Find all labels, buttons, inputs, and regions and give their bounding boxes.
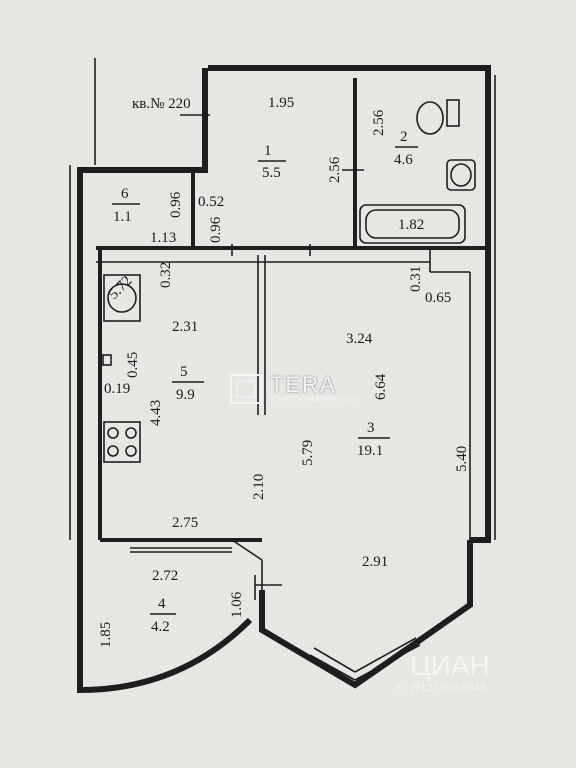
stove-icon: [103, 421, 141, 463]
dimension-label: 5.40: [454, 446, 470, 472]
logo-icon: [230, 374, 262, 404]
dimension-label: 3: [367, 420, 375, 436]
dimension-label: 6.64: [373, 373, 389, 400]
dimension-label: 0.32: [158, 262, 174, 288]
internal-walls: [94, 58, 488, 681]
dimension-label: 2.31: [172, 319, 198, 335]
dimension-label: 2.72: [152, 568, 178, 584]
dimension-label: 0.96: [168, 191, 184, 218]
dimension-label: 4: [158, 596, 166, 612]
dimension-label: 5.5: [262, 165, 281, 181]
dimension-label: 4.43: [148, 400, 164, 426]
dimension-label: 0.65: [425, 290, 451, 306]
dimension-label: 0.45: [125, 352, 141, 378]
apartment-label: кв.№ 220: [132, 96, 191, 112]
dimension-label: 0.52: [198, 194, 224, 210]
dimension-label: 0.31: [408, 266, 424, 292]
dimension-label: 2.91: [362, 554, 388, 570]
riser-icon: [102, 354, 112, 366]
watermark-corner: ЦИАН: [410, 650, 490, 681]
fixtures: [102, 99, 476, 600]
watermark-logo-sub: АГЕНТСТВО НЕДВИЖИМОСТИ: [270, 397, 360, 403]
dimension-label: 2.56: [327, 156, 343, 183]
dimension-label: 1.95: [268, 95, 294, 111]
watermark-corner-sub: +7 (912) 550-3049: [395, 682, 486, 694]
dimension-label: 1.06: [229, 591, 245, 618]
dimension-label: 4.2: [151, 619, 170, 635]
dimension-label: 1.82: [398, 217, 424, 233]
boiler-icon: [103, 274, 141, 322]
dimension-label: 1.13: [150, 230, 176, 246]
watermark-logo-text: TERA: [270, 372, 337, 397]
watermark-logo: [229, 371, 357, 407]
dimension-label: 2: [400, 129, 408, 145]
dimension-label: 5: [180, 364, 188, 380]
dimension-label: 9.9: [176, 387, 195, 403]
dimension-label: 2.56: [371, 109, 387, 136]
dimension-label: 2.10: [251, 474, 267, 500]
dimension-label: 0.96: [208, 216, 224, 243]
dimension-label: 4.6: [394, 152, 413, 168]
dimension-label: 0.19: [104, 381, 130, 397]
dimension-label: 3.24: [346, 331, 373, 347]
toilet-icon: [416, 101, 444, 135]
dimension-label: 1.85: [98, 622, 114, 648]
dimension-label: 1.1: [113, 209, 132, 225]
bathtub-icon: [359, 204, 466, 244]
dimension-label: 19.1: [357, 443, 383, 459]
dimension-label: 6: [121, 186, 129, 202]
dimension-label: 2.75: [172, 515, 198, 531]
dimension-label: 1: [264, 143, 272, 159]
sink-icon: [446, 159, 476, 191]
dimension-label: 5.79: [300, 440, 316, 466]
